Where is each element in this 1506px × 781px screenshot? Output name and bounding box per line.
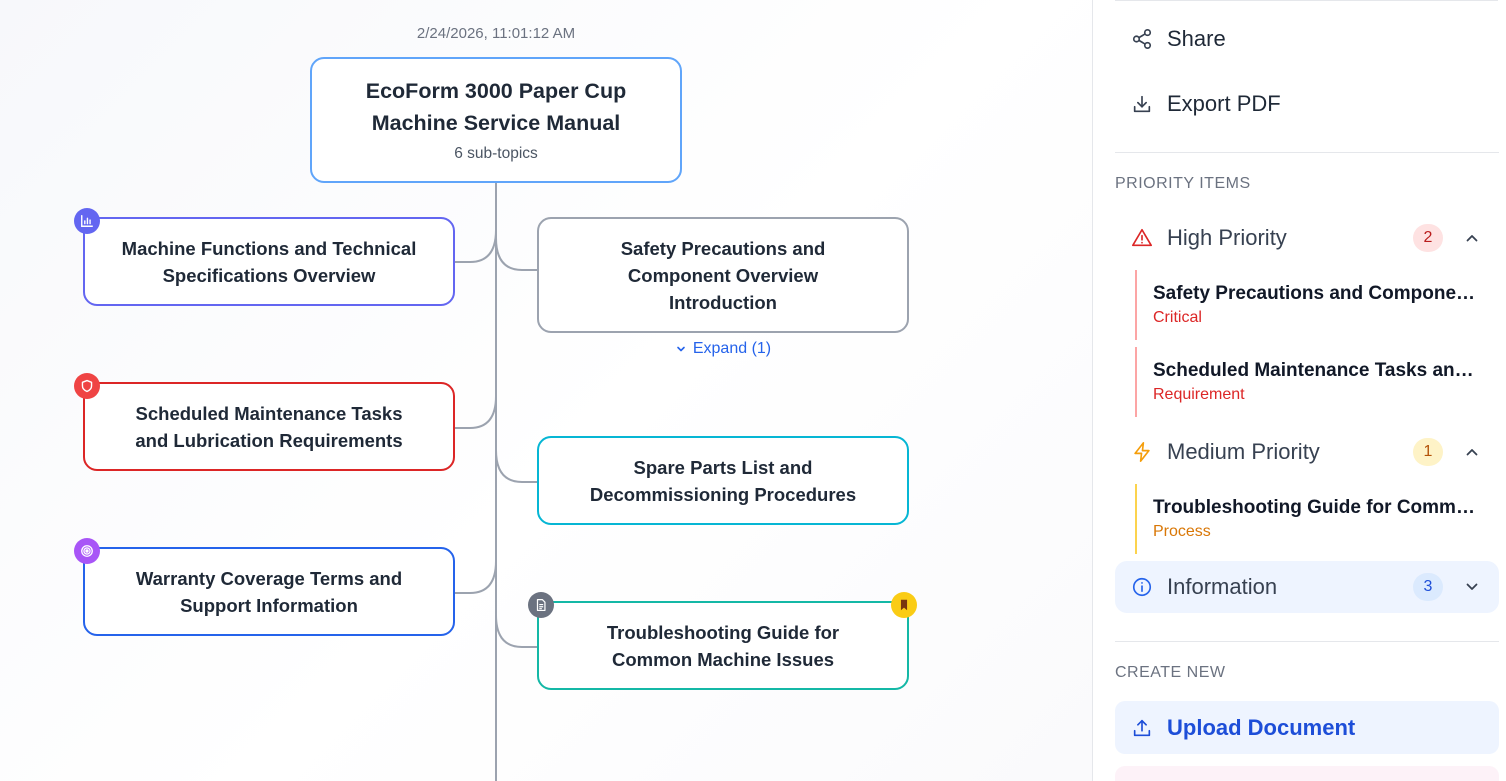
node-text-line2: Support Information	[180, 594, 358, 616]
document-icon	[528, 592, 554, 618]
priority-item[interactable]: Scheduled Maintenance Tasks and Lubricat…	[1135, 347, 1495, 417]
bookmark-icon[interactable]	[891, 592, 917, 618]
group-high-priority[interactable]: High Priority 2	[1115, 212, 1499, 264]
target-icon	[74, 538, 100, 564]
node-text-line2: Decommissioning Procedures	[589, 483, 857, 505]
priority-item-title: Scheduled Maintenance Tasks and Lubricat…	[1153, 360, 1483, 381]
node-text-line1: Spare Parts List and	[633, 456, 813, 478]
expand-button[interactable]: Expand (1)	[537, 338, 909, 360]
priority-item-tag: Requirement	[1153, 386, 1245, 403]
node-scheduled-maintenance[interactable]: Scheduled Maintenance Tasks and Lubricat…	[83, 382, 455, 471]
share-icon	[1132, 29, 1152, 49]
connector-lines	[455, 183, 537, 781]
lightning-icon	[1134, 442, 1150, 462]
node-troubleshooting[interactable]: Troubleshooting Guide for Common Machine…	[537, 601, 909, 690]
priority-item[interactable]: Safety Precautions and Component Overvie…	[1135, 270, 1495, 340]
chevron-down-icon[interactable]	[1463, 578, 1481, 596]
node-spare-parts[interactable]: Spare Parts List and Decommissioning Pro…	[537, 436, 909, 525]
node-warranty-coverage[interactable]: Warranty Coverage Terms and Support Info…	[83, 547, 455, 636]
node-text-line1: Safety Precautions and	[620, 237, 826, 259]
group-medium-priority[interactable]: Medium Priority 1	[1115, 426, 1499, 478]
node-text-line2: Common Machine Issues	[611, 648, 835, 670]
upload-icon	[1133, 719, 1151, 736]
alert-triangle-icon	[1132, 228, 1152, 247]
divider	[1115, 152, 1499, 153]
node-text-line1: Warranty Coverage Terms and	[135, 567, 403, 589]
connector-right-2	[495, 449, 537, 483]
group-label: Medium Priority	[1167, 439, 1320, 464]
node-text-line1: Troubleshooting Guide for	[606, 621, 840, 643]
chevron-up-icon[interactable]	[1463, 229, 1481, 247]
connector-left-3	[455, 560, 497, 594]
divider	[1115, 641, 1499, 642]
group-information[interactable]: Information 3	[1115, 561, 1499, 613]
download-icon	[1133, 95, 1151, 113]
priority-item-title: Safety Precautions and Component Overvie…	[1153, 283, 1483, 304]
node-text-line2: Component Overview	[627, 264, 819, 286]
create-option-button[interactable]	[1115, 766, 1499, 781]
connector-left-1	[455, 229, 497, 263]
priority-item[interactable]: Troubleshooting Guide for Common Machine…	[1135, 484, 1495, 554]
node-text-line2: and Lubrication Requirements	[135, 429, 403, 451]
chart-icon	[74, 208, 100, 234]
connector-right-3	[495, 614, 537, 648]
shield-icon	[74, 373, 100, 399]
upload-document-button[interactable]: Upload Document	[1115, 701, 1499, 754]
mindmap-canvas[interactable]: 2/24/2026, 11:01:12 AM EcoForm 3000 Pape…	[0, 0, 1092, 781]
node-text-line1: Scheduled Maintenance Tasks	[135, 402, 403, 424]
connector-right-1	[495, 237, 537, 271]
timestamp: 2/24/2026, 11:01:12 AM	[416, 25, 576, 42]
node-text-line1: Machine Functions and Technical	[121, 237, 417, 259]
priority-item-title: Troubleshooting Guide for Common Machine…	[1153, 497, 1483, 518]
priority-bar	[1135, 484, 1137, 554]
count-badge: 3	[1413, 573, 1443, 601]
node-text-line3: Introduction	[669, 291, 777, 313]
group-label: High Priority	[1167, 225, 1287, 250]
root-title-line1: EcoForm 3000 Paper Cup	[365, 79, 627, 103]
connector-left-2	[455, 395, 497, 429]
priority-section-label: PRIORITY ITEMS	[1115, 175, 1251, 192]
node-machine-functions[interactable]: Machine Functions and Technical Specific…	[83, 217, 455, 306]
root-subtitle: 6 sub-topics	[454, 145, 538, 162]
chevron-down-icon	[677, 346, 685, 352]
top-divider	[1115, 0, 1498, 1]
priority-bar	[1135, 270, 1137, 340]
node-safety-precautions[interactable]: Safety Precautions and Component Overvie…	[537, 217, 909, 333]
group-label: Information	[1167, 574, 1278, 599]
create-section-label: CREATE NEW	[1115, 664, 1226, 681]
node-text-line2: Specifications Overview	[162, 264, 376, 286]
chevron-up-icon[interactable]	[1463, 443, 1481, 461]
root-title-line2: Machine Service Manual	[371, 111, 621, 135]
export-pdf-button[interactable]: Export PDF	[1115, 79, 1499, 129]
right-sidebar: Share Export PDF PRIORITY ITEMS High Pri…	[1092, 0, 1506, 781]
root-node[interactable]: EcoForm 3000 Paper Cup Machine Service M…	[310, 57, 682, 183]
info-icon	[1132, 577, 1152, 597]
priority-bar	[1135, 347, 1137, 417]
upload-label: Upload Document	[1167, 714, 1356, 740]
share-button[interactable]: Share	[1115, 14, 1499, 64]
export-pdf-label: Export PDF	[1167, 91, 1281, 116]
share-label: Share	[1167, 26, 1226, 51]
count-badge: 2	[1413, 224, 1443, 252]
priority-item-tag: Critical	[1153, 309, 1202, 326]
expand-label: Expand (1)	[692, 340, 772, 357]
count-badge: 1	[1413, 438, 1443, 466]
priority-item-tag: Process	[1153, 523, 1211, 540]
